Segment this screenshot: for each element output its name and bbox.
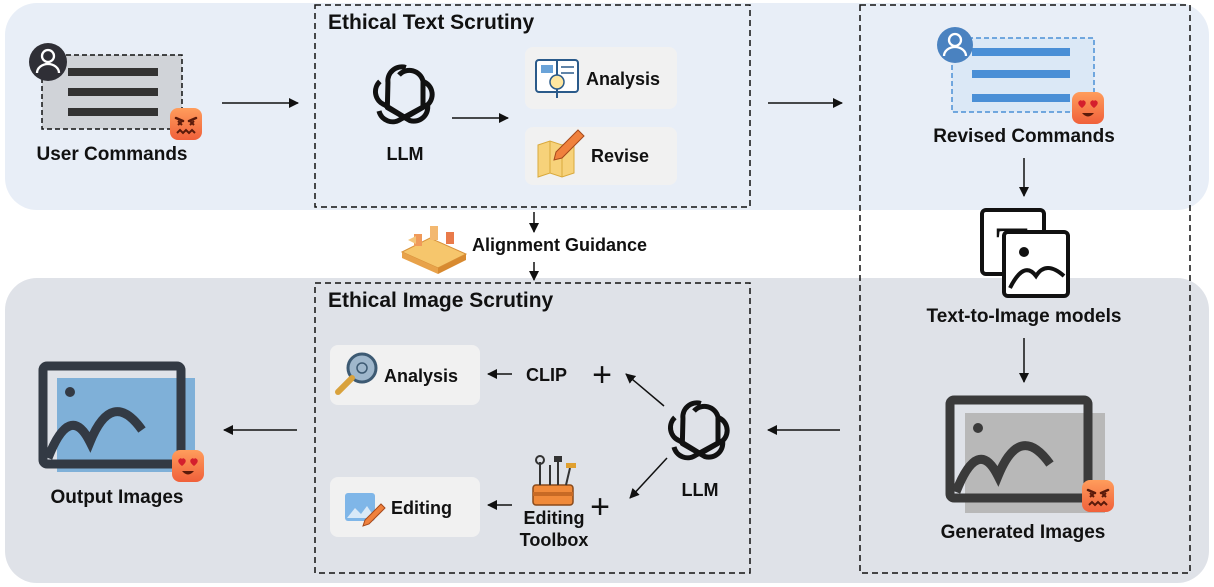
- plus-sign-clip: +: [592, 356, 612, 394]
- image-scrutiny-box: [314, 282, 751, 574]
- user-commands-label: User Commands: [37, 144, 188, 165]
- alignment-guidance-label: Alignment Guidance: [472, 235, 647, 255]
- revised-commands-icon: [937, 27, 1095, 113]
- llm-label-top: LLM: [387, 144, 424, 164]
- love-emoji-icon: [1072, 92, 1104, 124]
- bottom-band: [5, 278, 1209, 583]
- output-images-label: Output Images: [50, 487, 183, 508]
- editing-label: Editing: [391, 498, 452, 518]
- angry-emoji-icon: [168, 106, 204, 142]
- generated-images-icon: [945, 395, 1105, 513]
- text-scrutiny-box: [314, 4, 751, 208]
- editing-toolbox-label-2: Toolbox: [520, 530, 589, 550]
- user-icon-blue: [937, 27, 973, 63]
- output-images-icon: [38, 361, 195, 472]
- arrow-llm-to-clip: [625, 373, 665, 407]
- blocks-icon: [400, 226, 468, 274]
- text-image-icon: T: [980, 208, 1070, 298]
- analysis-label-top: Analysis: [586, 69, 660, 89]
- magnifier-icon: [335, 352, 378, 395]
- clip-label: CLIP: [526, 365, 567, 385]
- love-emoji-icon-output: [172, 450, 204, 482]
- llm-label-bottom: LLM: [682, 480, 719, 500]
- arrow-llm-to-toolbox: [629, 457, 668, 499]
- image-scrutiny-title: Ethical Image Scrutiny: [328, 289, 554, 312]
- revised-commands-label: Revised Commands: [933, 126, 1115, 147]
- text-scrutiny-title: Ethical Text Scrutiny: [328, 11, 534, 34]
- generated-images-label: Generated Images: [941, 522, 1106, 543]
- edit-image-icon: [345, 493, 386, 527]
- plus-sign-toolbox: +: [590, 488, 610, 526]
- analysis-label-bottom: Analysis: [384, 366, 458, 386]
- book-icon: [535, 59, 579, 98]
- generation-box: [859, 4, 1191, 574]
- toolbox-icon: [532, 455, 576, 506]
- revise-label: Revise: [591, 146, 649, 166]
- user-icon: [29, 43, 67, 81]
- editing-toolbox-label-1: Editing: [524, 508, 585, 528]
- user-commands-icon: [29, 43, 183, 130]
- t2i-models-label: Text-to-Image models: [927, 306, 1122, 327]
- pencil-map-icon: [537, 129, 585, 178]
- angry-emoji-icon-generated: [1080, 478, 1116, 514]
